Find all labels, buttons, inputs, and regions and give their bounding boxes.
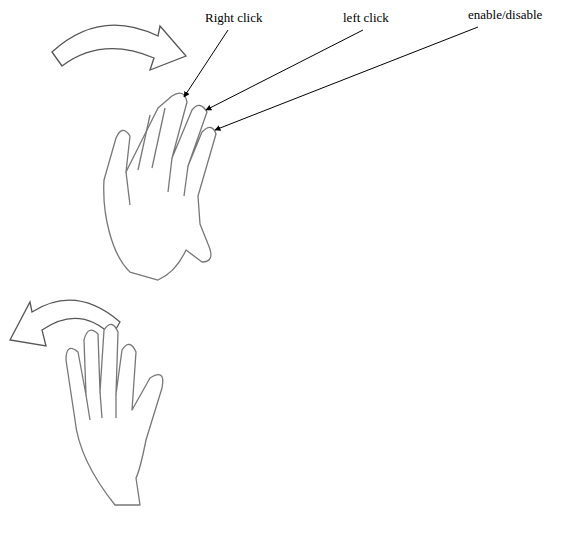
finger-label: enable/disable bbox=[468, 7, 542, 23]
finger-label: left click bbox=[343, 10, 389, 26]
finger-label: Right click bbox=[205, 10, 262, 26]
hand-drawing bbox=[104, 93, 216, 280]
leader-line bbox=[184, 27, 478, 130]
rotate-arrow bbox=[52, 25, 186, 70]
hand-drawing bbox=[66, 324, 163, 505]
